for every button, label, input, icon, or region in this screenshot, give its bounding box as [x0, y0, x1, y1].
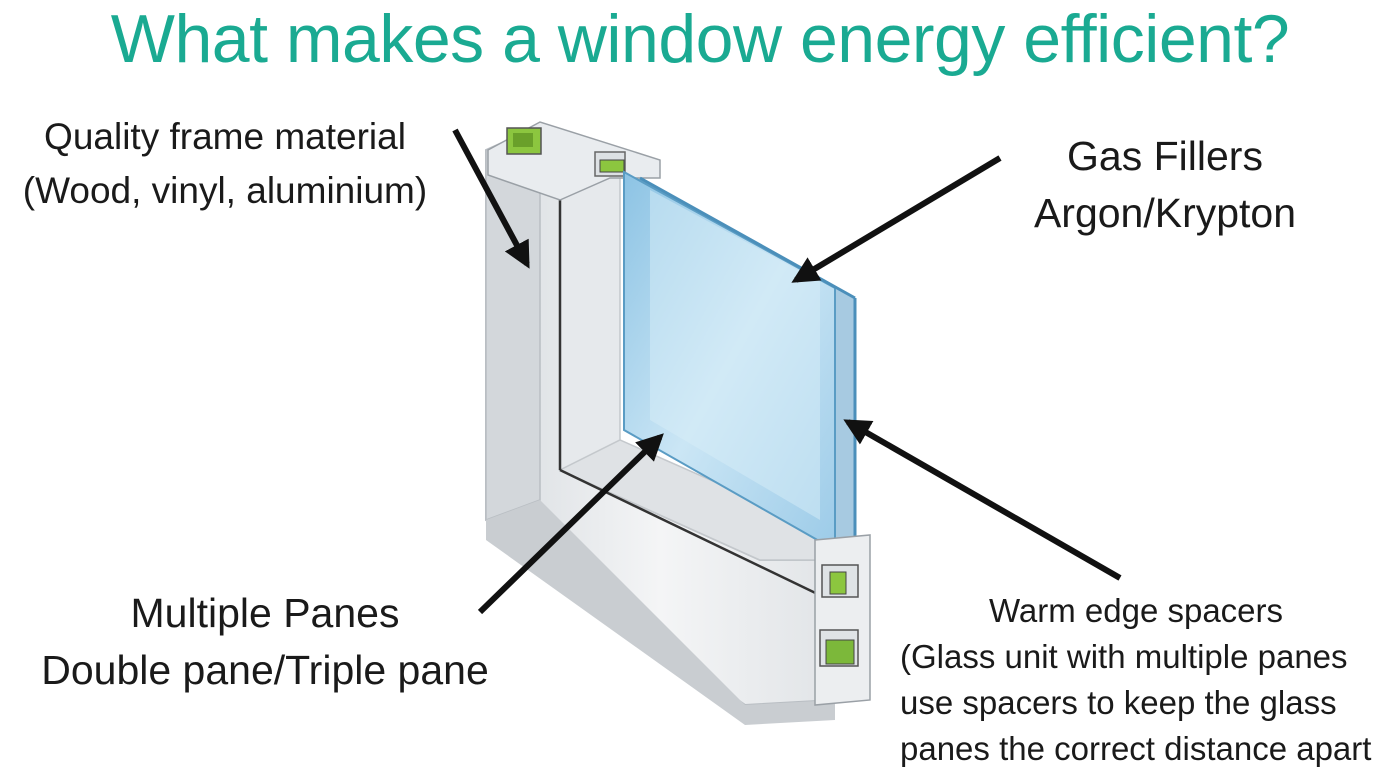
frame-material-label: Quality frame material (Wood, vinyl, alu…: [0, 110, 450, 218]
frame-label-line2: (Wood, vinyl, aluminium): [22, 170, 428, 211]
spacer-label-line1: Warm edge spacers: [988, 592, 1284, 629]
gas-fillers-label: Gas Fillers Argon/Krypton: [1005, 128, 1325, 242]
panes-label-line1: Multiple Panes: [130, 590, 400, 636]
spacer-label-line3: use spacers to keep the glass: [900, 684, 1337, 721]
top-profile-section: [487, 121, 661, 201]
panes-label-line2: Double pane/Triple pane: [41, 647, 489, 693]
arrow-frame-icon: [452, 128, 530, 269]
arrow-gas-icon: [791, 155, 1002, 283]
frame-label-line1: Quality frame material: [44, 116, 406, 157]
spacer-label-line2: (Glass unit with multiple panes: [900, 638, 1348, 675]
arrow-spacer-icon: [843, 419, 1122, 581]
bottom-profile-section: [814, 534, 871, 706]
spacer-label-line4: panes the correct distance apart: [900, 730, 1372, 767]
gas-label-line2: Argon/Krypton: [1033, 190, 1297, 236]
warm-edge-spacers-label: Warm edge spacers (Glass unit with multi…: [900, 588, 1400, 772]
window-frame: [485, 124, 836, 725]
gas-label-line1: Gas Fillers: [1067, 133, 1263, 179]
page-title: What makes a window energy efficient?: [110, 1, 1290, 77]
arrow-panes-icon: [477, 433, 664, 615]
multiple-panes-label: Multiple Panes Double pane/Triple pane: [0, 585, 530, 699]
